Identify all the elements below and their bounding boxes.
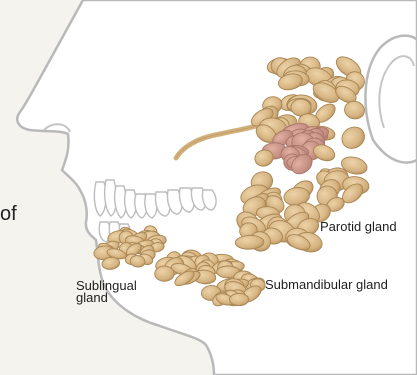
parotid-gland-label: Parotid gland — [320, 221, 397, 233]
sublingual-gland-label-line2: gland — [76, 292, 108, 304]
gland-lobule — [155, 266, 174, 281]
gland-lobule — [230, 293, 249, 305]
submandibular-gland-label: Submandibular gland — [265, 279, 388, 291]
cropped-text-fragment: of — [0, 204, 17, 224]
